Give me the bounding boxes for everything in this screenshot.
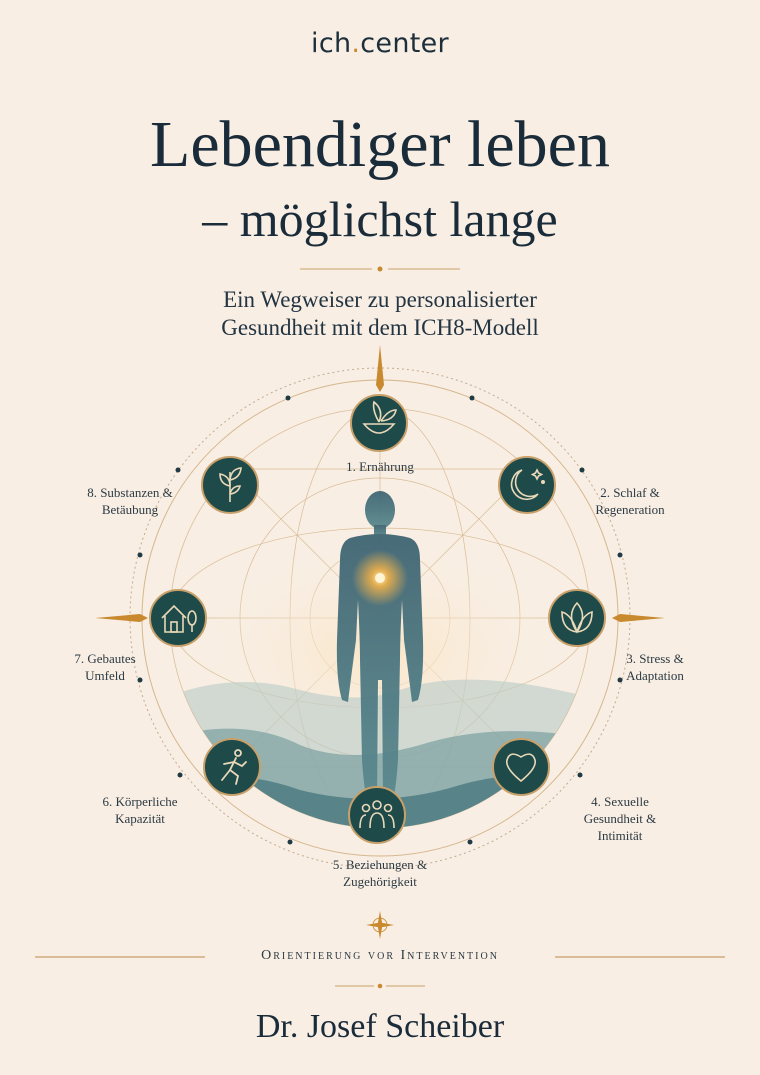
area-node-6 <box>203 738 261 796</box>
area-node-4 <box>492 738 550 796</box>
subtitle: Ein Wegweiser zu personalisierter Gesund… <box>0 286 760 342</box>
compass-rose-icon <box>366 911 394 939</box>
area-node-7 <box>149 589 207 647</box>
tagline-rules <box>35 956 725 958</box>
house-tree-icon <box>161 604 197 633</box>
sprout-icon <box>219 467 242 502</box>
area-label-7: 7. Gebautes Umfeld <box>74 651 136 683</box>
moon-stars-icon <box>510 468 545 501</box>
heart-icon <box>505 753 537 783</box>
lotus-icon <box>561 601 593 634</box>
brand-prefix: ich <box>311 28 352 59</box>
area-label-1: 1. Ernährung <box>346 459 414 474</box>
subtitle-line-2: Gesundheit mit dem ICH8-Modell <box>221 315 539 340</box>
area-node-5 <box>348 786 406 844</box>
area-node-1 <box>350 394 408 452</box>
area-label-5: 5. Beziehungen & Zugehörigkeit <box>332 857 428 889</box>
people-icon <box>359 800 395 829</box>
human-figure <box>336 491 424 805</box>
runner-icon <box>221 749 247 785</box>
tagline: Orientierung vor Intervention <box>261 948 499 963</box>
area-label-8: 8. Substanzen & Betäubung <box>87 485 173 517</box>
title-line-1: Lebendiger leben <box>150 108 610 181</box>
area-node-2 <box>498 456 556 514</box>
subtitle-line-1: Ein Wegweiser zu personalisierter <box>223 287 537 312</box>
author-divider <box>335 983 425 989</box>
brand-suffix: center <box>360 28 449 59</box>
area-label-6: 6. Körperliche Kapazität <box>102 794 178 826</box>
area-label-4: 4. Sexuelle Gesundheit & Intimität <box>583 794 657 843</box>
area-node-3 <box>548 589 606 647</box>
title-line-2: – möglichst lange <box>202 191 558 247</box>
area-label-3: 3. Stress & Adaptation <box>626 651 684 683</box>
area-label-2: 2. Schlaf & Regeneration <box>595 485 665 517</box>
ich8-wheel-diagram <box>95 345 665 939</box>
brand-logo: ich.center <box>0 28 760 59</box>
area-node-8 <box>201 456 259 514</box>
author-name: Dr. Josef Scheiber <box>255 1008 505 1045</box>
bowl-leaf-icon <box>362 400 397 434</box>
brand-dot: . <box>351 28 361 59</box>
title-divider <box>300 266 460 272</box>
